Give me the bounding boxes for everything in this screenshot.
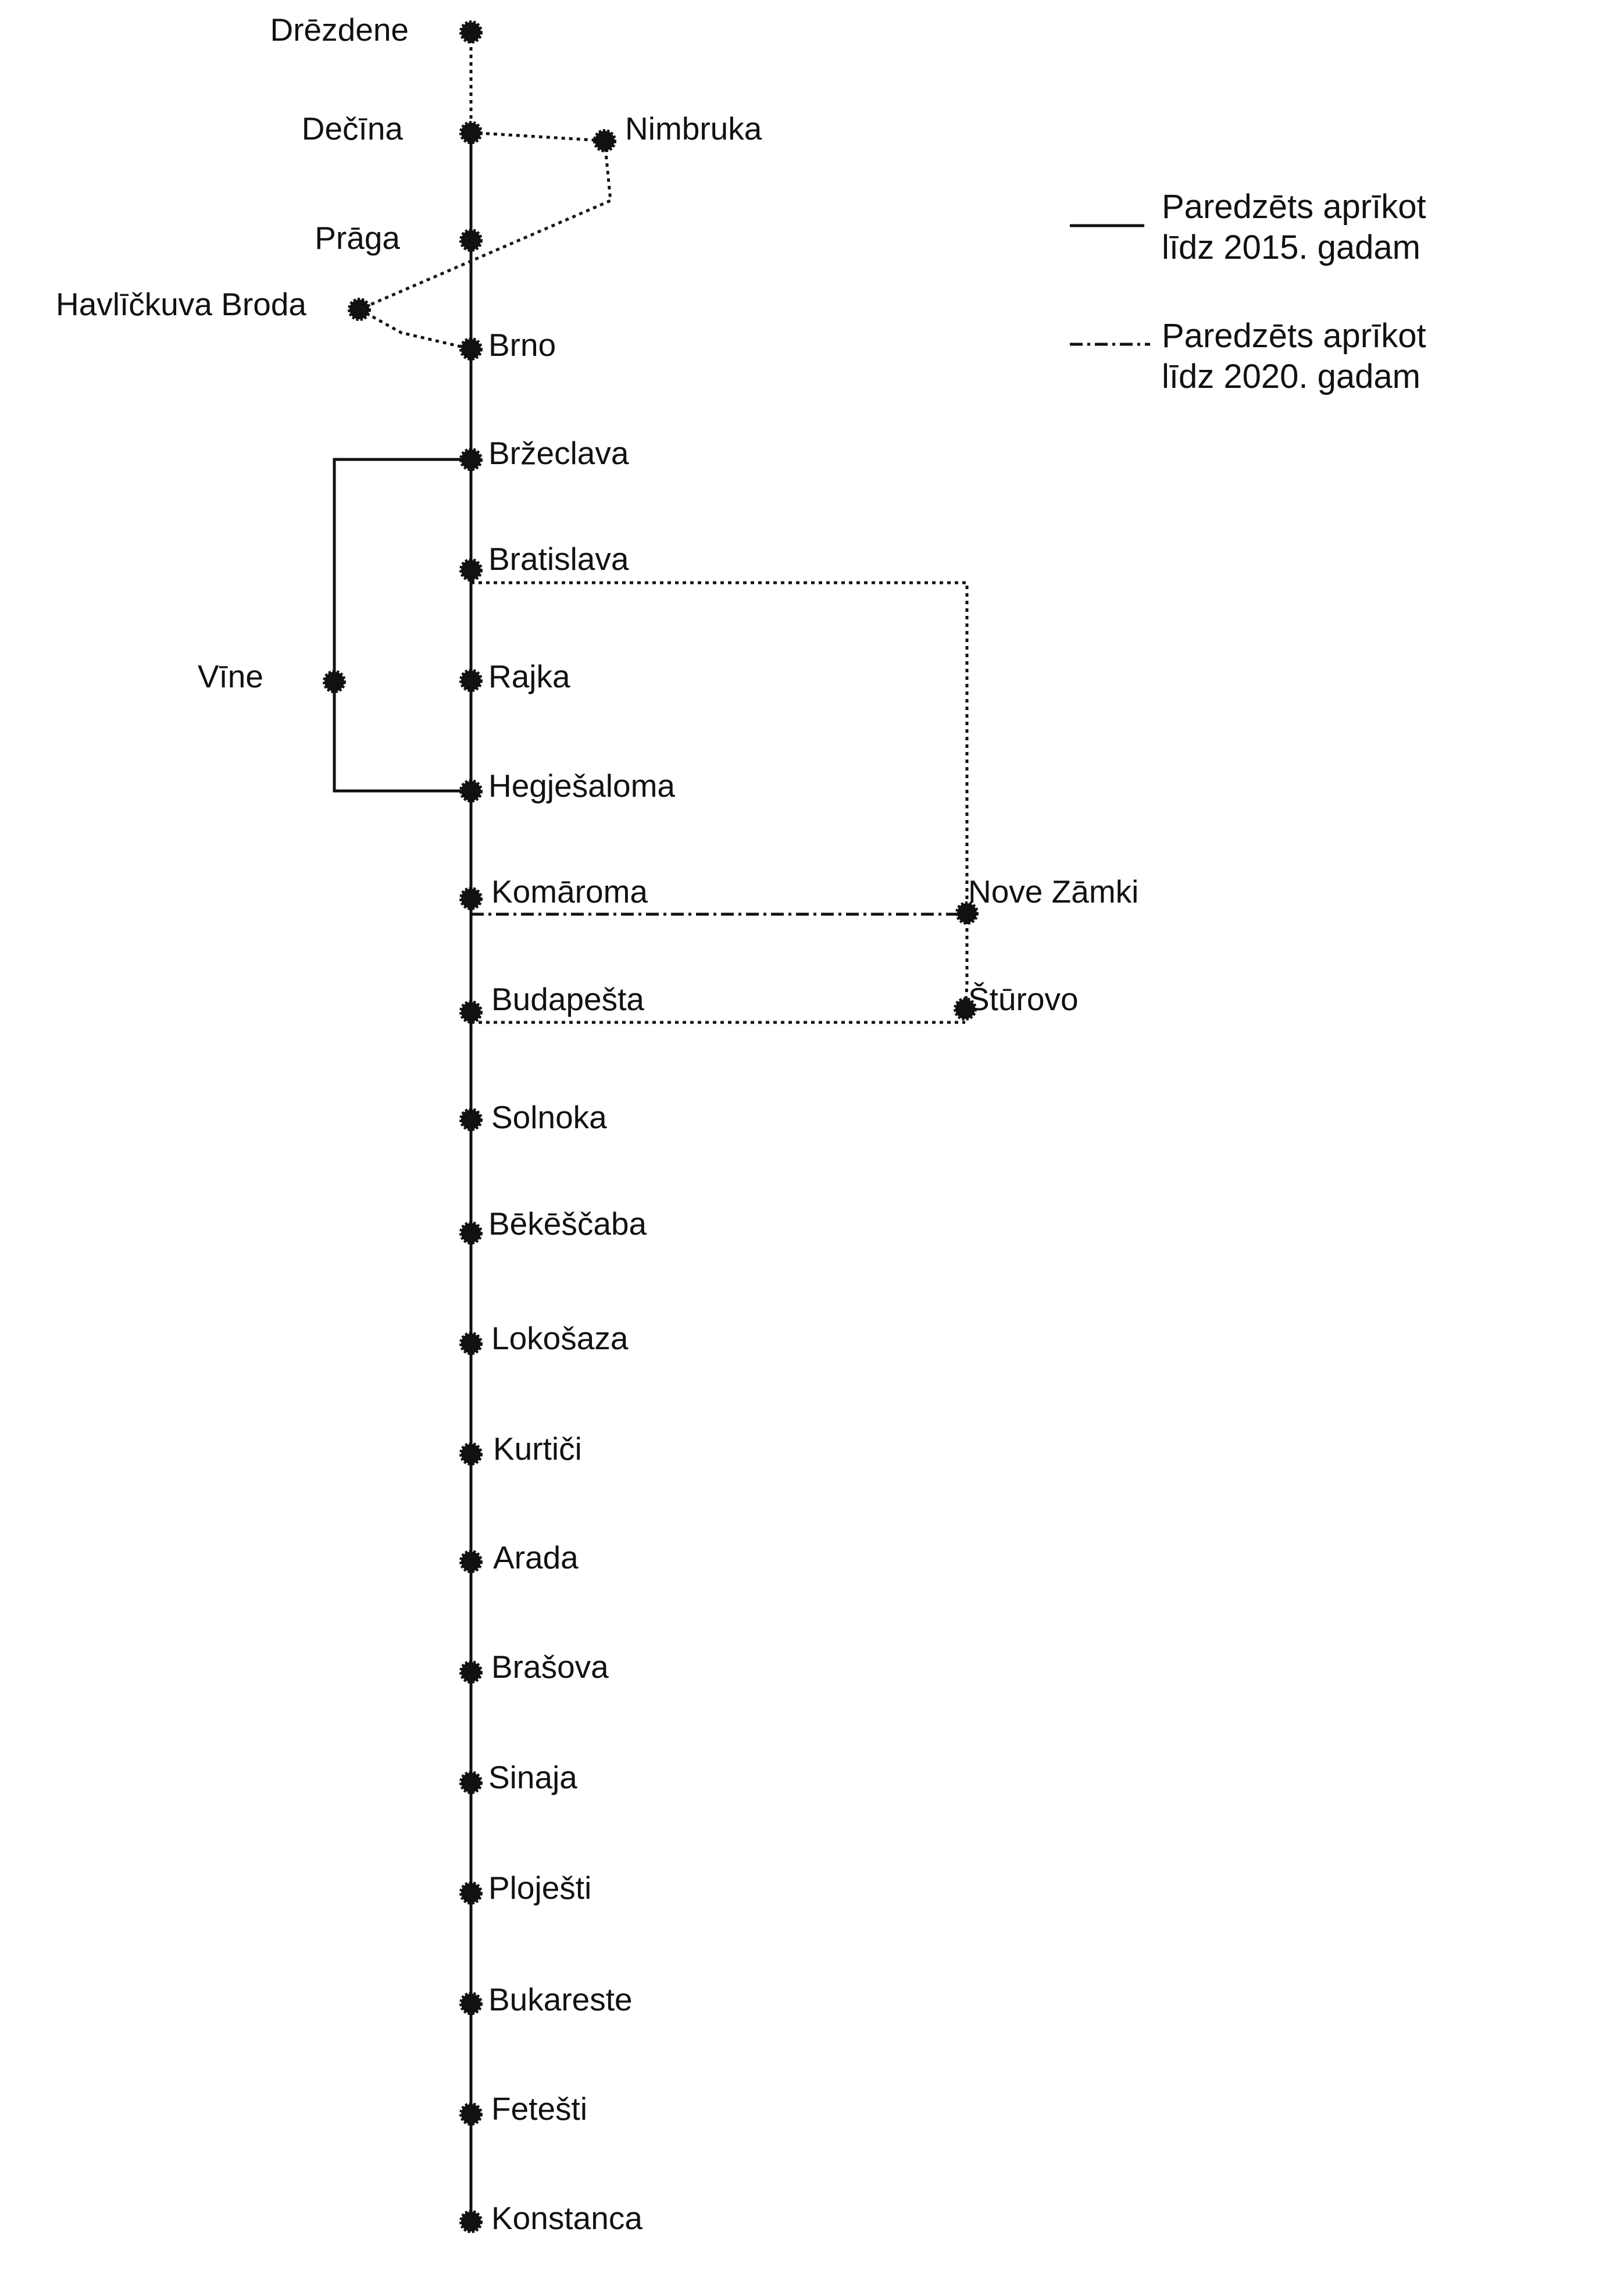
station-node-hegyeshalom [459, 779, 483, 803]
station-label-arad: Arada [493, 1539, 579, 1575]
station-node-bratislava [459, 558, 483, 582]
station-node-praha [459, 229, 483, 252]
legend-solid-text-2: līdz 2015. gadam [1162, 229, 1420, 266]
station-node-nymburk [593, 129, 616, 152]
station-label-curtici: Kurtiči [493, 1431, 582, 1467]
station-node-lokoshaza [459, 1332, 483, 1355]
connection-bratislava-novezamky [471, 581, 969, 913]
station-label-szolnok: Solnoka [491, 1099, 607, 1135]
station-node-dresden [459, 20, 483, 44]
station-label-sinaia: Sinaja [488, 1759, 577, 1795]
station-label-bekescsaba: Bēkēščaba [488, 1206, 647, 1242]
station-label-nymburk: Nimbruka [625, 110, 762, 147]
station-label-ploiesti: Ploješti [488, 1870, 591, 1906]
station-label-bratislava: Bratislava [488, 541, 629, 577]
station-node-curtici [459, 1442, 483, 1466]
station-node-komarom [459, 887, 483, 910]
station-node-sinaia [459, 1771, 483, 1794]
legend-dotted-text-2: līdz 2020. gadam [1162, 358, 1420, 395]
station-label-decin: Dečīna [302, 110, 404, 147]
connection-decin-nymburk [470, 131, 605, 142]
station-node-rajka [459, 669, 483, 692]
station-node-arad [459, 1550, 483, 1573]
station-label-rajka: Rajka [488, 658, 570, 694]
connection-breclav-wien [333, 458, 471, 682]
station-label-wien: Vīne [198, 658, 263, 694]
station-label-komarom: Komāroma [491, 874, 648, 910]
station-node-szolnok [459, 1108, 483, 1131]
connection-havlickuv-brno [358, 308, 472, 351]
station-node-brasov [459, 1660, 483, 1684]
connection-nymburk-havlickuv [359, 140, 612, 311]
stations [323, 20, 979, 2233]
station-node-decin [459, 121, 483, 144]
station-label-praha: Prāga [315, 220, 400, 256]
connection-wien-hegyeshalom [333, 682, 471, 793]
legend-dotted-text-1: Paredzēts aprīkot [1162, 317, 1426, 355]
station-node-wien [323, 670, 346, 693]
station-label-fetesti: Fetešti [491, 2091, 587, 2127]
station-node-brno [459, 337, 483, 361]
station-node-bekescsaba [459, 1221, 483, 1245]
station-node-sturovo [954, 997, 977, 1021]
station-label-budapest: Budapešta [491, 981, 644, 1017]
station-node-ploiesti [459, 1881, 483, 1905]
station-label-dresden: Drēzdene [270, 12, 409, 48]
station-label-brno: Brno [488, 327, 556, 363]
station-node-budapest [459, 1000, 483, 1024]
station-node-fetesti [459, 2102, 483, 2126]
station-node-constanta [459, 2210, 483, 2233]
connections [333, 32, 969, 2222]
station-label-hegyeshalom: Hegješaloma [488, 768, 675, 804]
legend: Paredzēts aprīkot līdz 2015. gadam Pared… [1070, 188, 1426, 395]
connection-novezamky-sturovo [963, 913, 969, 1010]
station-label-novezamky: Nove Zāmki [968, 874, 1138, 910]
station-node-novezamky [955, 901, 979, 925]
station-label-breclav: Bržeclava [488, 435, 629, 471]
station-label-bucuresti: Bukareste [488, 1981, 633, 2017]
station-label-havlickuv: Havlīčkuva Broda [56, 286, 306, 322]
station-label-brasov: Brašova [491, 1649, 609, 1685]
station-node-breclav [459, 448, 483, 471]
station-node-bucuresti [459, 1992, 483, 2015]
station-node-havlickuv [348, 298, 371, 321]
legend-solid-text-1: Paredzēts aprīkot [1162, 188, 1426, 226]
station-label-constanta: Konstanca [491, 2200, 642, 2236]
station-label-sturovo: Štūrovo [968, 981, 1079, 1017]
station-label-lokoshaza: Lokošaza [491, 1320, 629, 1356]
